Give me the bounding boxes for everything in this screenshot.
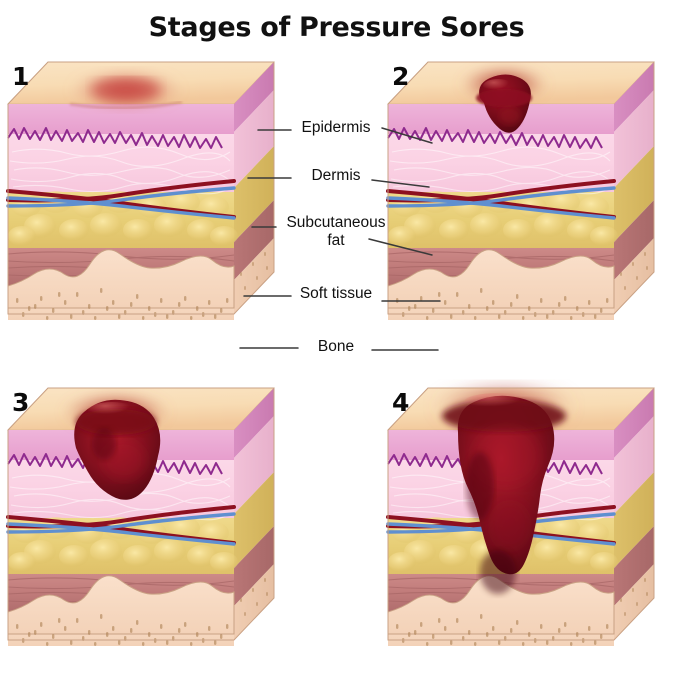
stage-3-number: 3	[12, 388, 30, 417]
stage-2-block	[386, 61, 655, 321]
label-dermis: Dermis	[311, 167, 361, 184]
stage-3-block	[6, 387, 275, 647]
stage-2-number: 2	[392, 62, 410, 91]
stage-2-wound	[476, 74, 532, 133]
label-bone: Bone	[317, 338, 355, 355]
label-subcutaneous-fat: Subcutaneous fat	[286, 214, 386, 249]
stage-4-number: 4	[392, 388, 410, 417]
stage-4-block	[386, 384, 655, 647]
stage-1-number: 1	[12, 62, 30, 91]
stage-3-wound	[74, 399, 161, 500]
stage-1-block	[6, 61, 275, 321]
stage-4-wound	[442, 393, 566, 594]
page-title: Stages of Pressure Sores	[148, 12, 525, 43]
label-soft-tissue: Soft tissue	[299, 285, 373, 302]
label-epidermis: Epidermis	[301, 119, 371, 136]
